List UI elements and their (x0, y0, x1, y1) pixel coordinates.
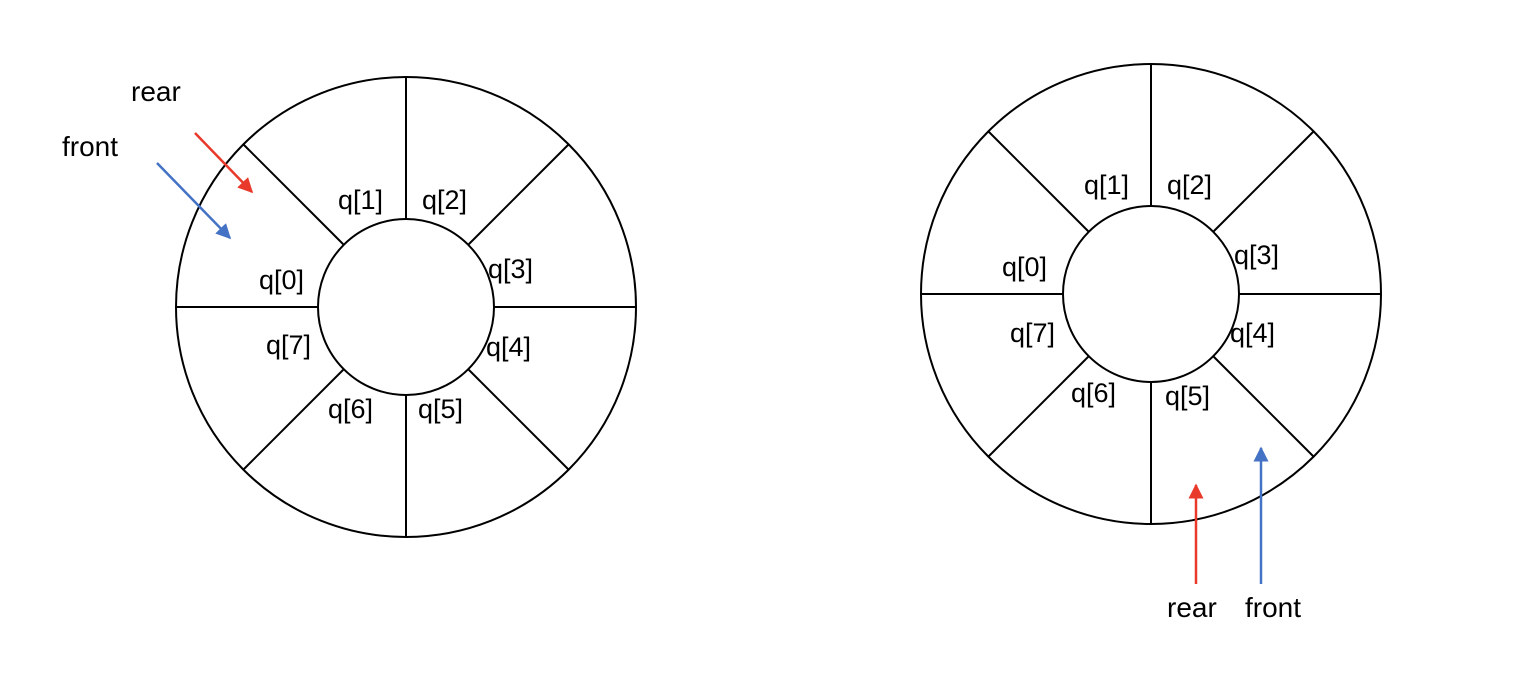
right-cell-label-q3: q[3] (1234, 240, 1279, 270)
right-queue-ring (920, 63, 1382, 525)
left-queue-ring (175, 76, 637, 538)
left-cell-label-q6: q[6] (328, 394, 373, 424)
right-divider-bottom-left (987, 355, 1090, 458)
left-cell-label-q7: q[7] (266, 330, 311, 360)
left-cell-label-q2: q[2] (422, 185, 467, 215)
right-divider-top-left (987, 130, 1090, 233)
right-divider-bottom-right (1212, 355, 1315, 458)
right-cell-label-q1: q[1] (1084, 170, 1129, 200)
right-cell-label-q5: q[5] (1165, 381, 1210, 411)
right-inner-circle (1062, 205, 1240, 383)
right-pointers: rear front (1167, 446, 1301, 623)
right-cell-label-q2: q[2] (1167, 170, 1212, 200)
left-pointers: rear front (62, 76, 254, 240)
right-cell-label-q0: q[0] (1002, 252, 1047, 282)
left-front-label: front (62, 131, 118, 162)
left-rear-label: rear (131, 76, 181, 107)
left-cell-label-q3: q[3] (488, 254, 533, 284)
left-divider-bottom-right (467, 368, 570, 471)
right-rear-label: rear (1167, 592, 1217, 623)
left-divider-bottom-left (242, 368, 345, 471)
left-cell-label-q5: q[5] (418, 394, 463, 424)
right-front-label: front (1245, 592, 1301, 623)
left-inner-circle (317, 218, 495, 396)
left-divider-top-left (242, 143, 345, 246)
left-cell-labels: q[0] q[1] q[2] q[3] q[4] q[5] q[6] q[7] (259, 185, 533, 424)
right-cell-label-q4: q[4] (1230, 318, 1275, 348)
left-cell-label-q4: q[4] (486, 332, 531, 362)
right-cell-label-q6: q[6] (1071, 378, 1116, 408)
right-cell-label-q7: q[7] (1010, 318, 1055, 348)
right-cell-labels: q[0] q[1] q[2] q[3] q[4] q[5] q[6] q[7] (1002, 170, 1279, 411)
left-cell-label-q1: q[1] (338, 185, 383, 215)
left-front-arrow (156, 162, 232, 240)
left-cell-label-q0: q[0] (259, 265, 304, 295)
left-rear-arrow (194, 132, 254, 194)
right-divider-top-right (1212, 130, 1315, 233)
left-divider-top-right (467, 143, 570, 246)
